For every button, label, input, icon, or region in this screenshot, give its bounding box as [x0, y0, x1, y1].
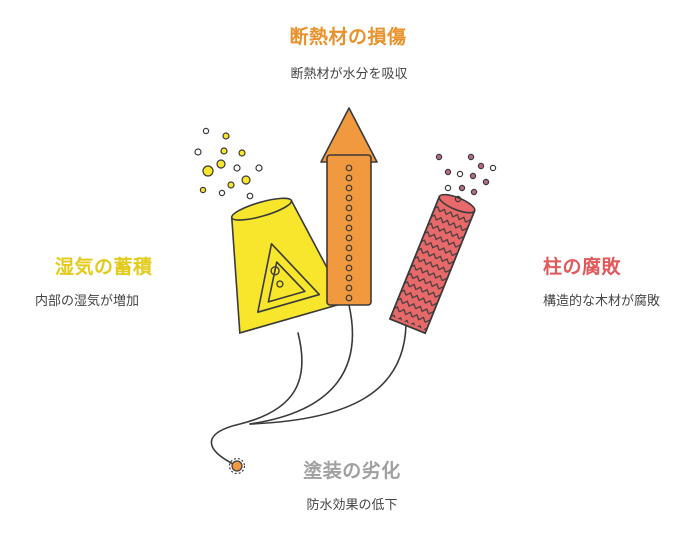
red-sparks: [435, 153, 497, 203]
node-bottom-desc: 防水効果の低下: [306, 498, 398, 513]
rocket-holes: [345, 164, 353, 302]
spark-icon: [228, 457, 246, 475]
node-left-desc: 内部の湿気が増加: [35, 294, 140, 309]
node-right-title: 柱の腐敗: [543, 256, 622, 278]
node-bottom-title: 塗装の劣化: [303, 460, 401, 482]
fuse-lines: [210, 304, 407, 467]
red-zigzag-rocket: [388, 193, 476, 335]
yellow-cone-rocket: [230, 197, 347, 334]
node-top-desc: 断熱材が水分を吸収: [290, 67, 408, 82]
node-left-title: 湿気の蓄積: [55, 256, 153, 278]
yellow-sparks: [194, 127, 263, 200]
orange-pointed-rocket: [320, 107, 378, 306]
fuse-red: [249, 324, 407, 425]
fuse-yellow: [210, 332, 303, 467]
fuse-orange: [249, 304, 354, 425]
node-top-title: 断熱材の損傷: [289, 26, 407, 48]
node-right-desc: 構造的な木材が腐敗: [543, 294, 661, 309]
